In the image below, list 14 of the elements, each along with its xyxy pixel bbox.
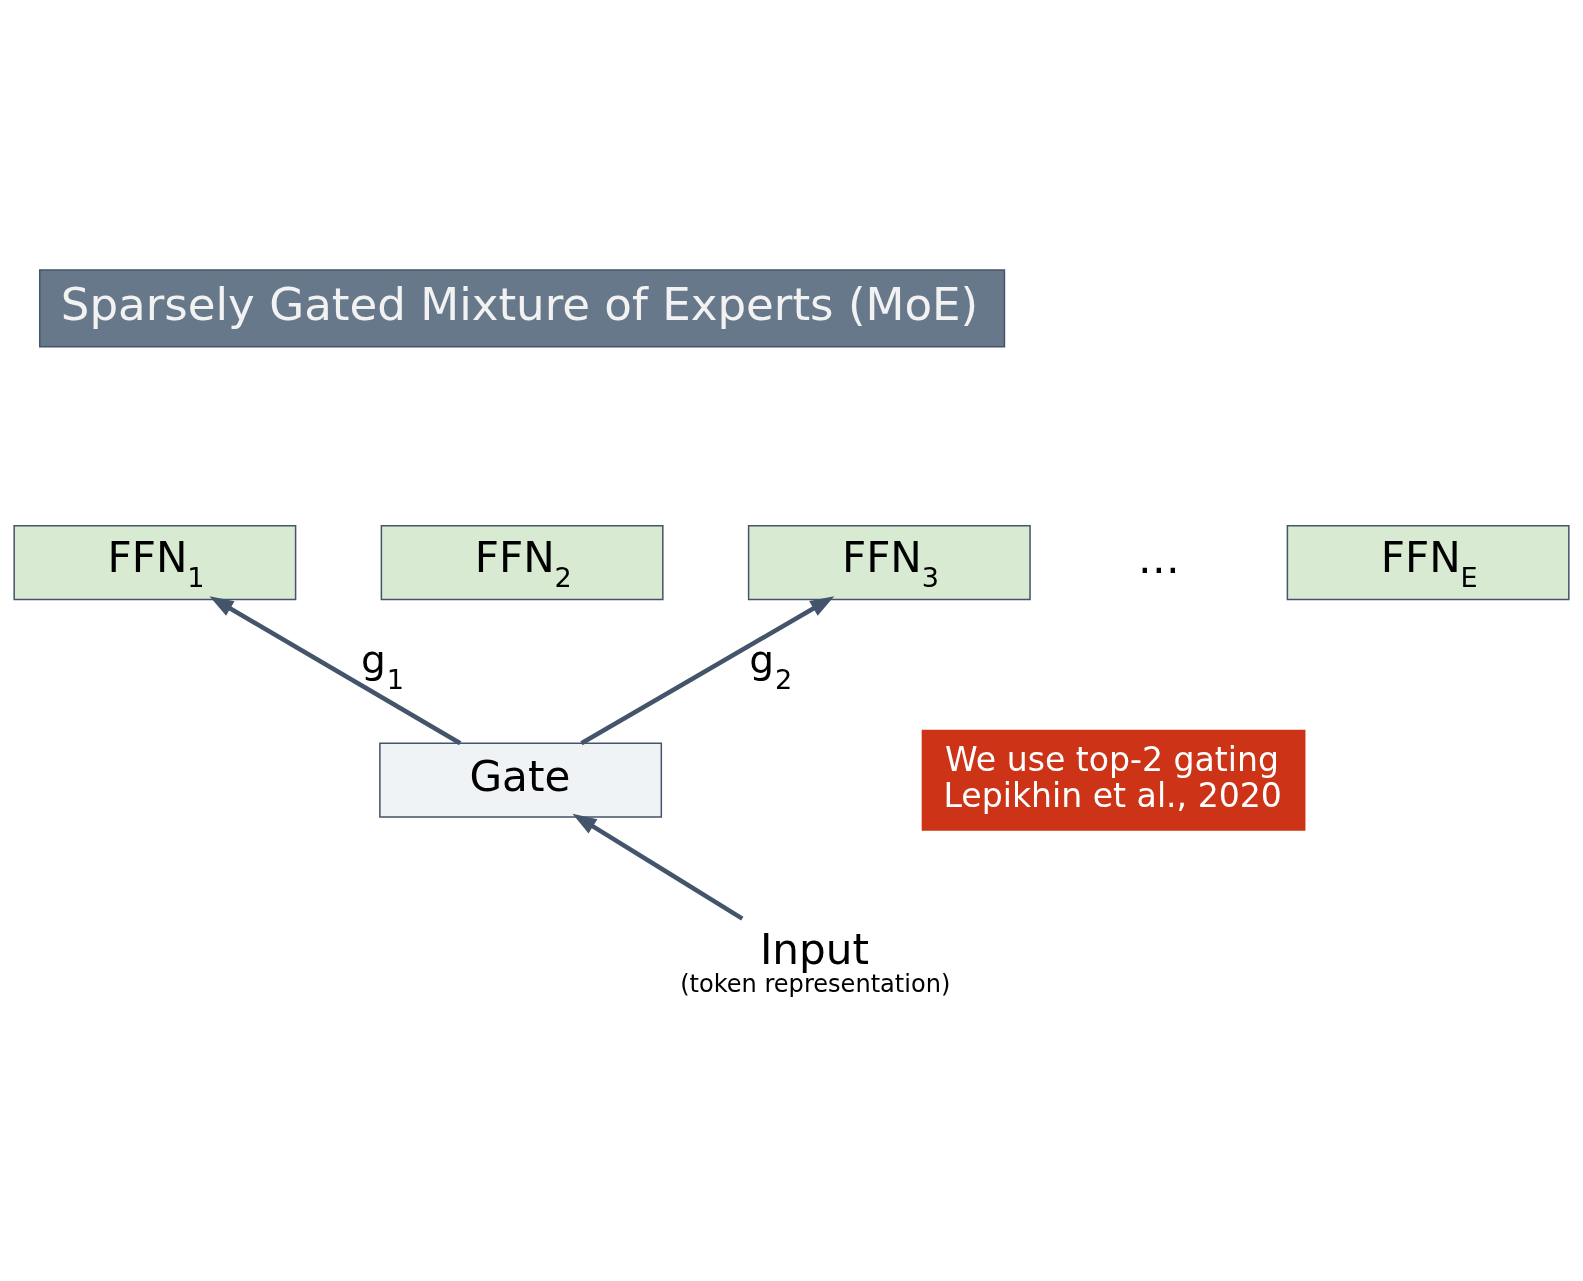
arrow <box>580 595 835 745</box>
node-box: FFN$_{3}$ <box>747 524 1031 600</box>
label: … <box>1137 533 1180 583</box>
node-text: Input (token representation) <box>680 924 951 998</box>
node-box: Sparsely Gated Mixture of Experts (MoE) <box>39 268 1006 347</box>
edge-label: g$_{2}$ <box>749 636 793 695</box>
node-box: FFN$_{E}$ <box>1286 524 1570 600</box>
node-box: Gate <box>379 742 663 818</box>
node-box: FFN$_{1}$ <box>13 524 297 600</box>
node-box: We use top-2 gating Lepikhin et al., 2020 <box>921 729 1306 831</box>
arrow <box>209 595 462 745</box>
node-box: FFN$_{2}$ <box>380 524 664 600</box>
edge-label: g$_{1}$ <box>361 636 404 695</box>
arrow <box>572 813 744 920</box>
